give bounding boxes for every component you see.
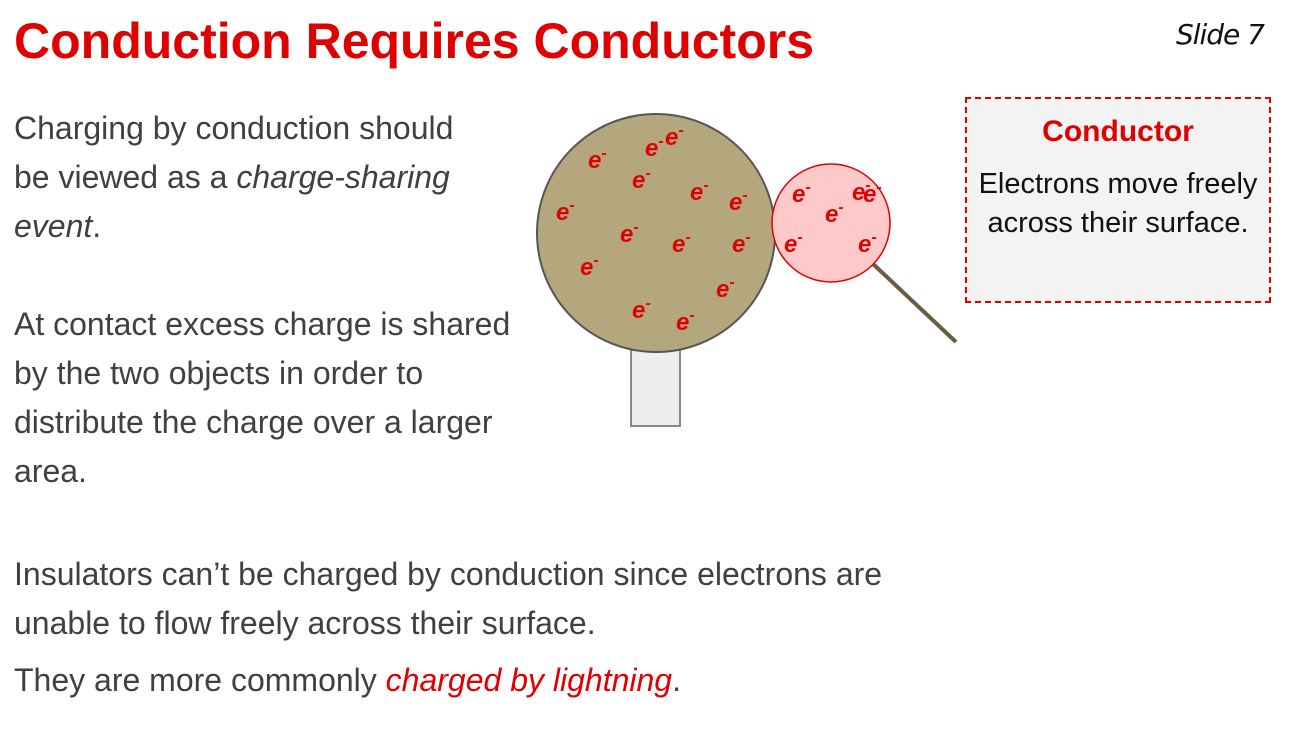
slide-number: Slide 7 xyxy=(1175,18,1265,51)
p1-emphasis: charge-sharing event xyxy=(14,159,450,244)
paragraph-contact-sharing: At contact excess charge is shared by th… xyxy=(14,306,511,489)
p1-text: Charging by conduction should be viewed … xyxy=(14,110,454,195)
large-sphere-electrons: e-e-e-e-e-e-e-e-e-e-e-e-e-e- xyxy=(556,122,751,336)
p4-emphasis: charged by lightning xyxy=(385,662,673,698)
p4-end: . xyxy=(672,662,681,698)
paragraph-lightning: They are more commonly charged by lightn… xyxy=(14,656,974,705)
callout-body: Electrons move freely across their surfa… xyxy=(978,168,1258,239)
small-sphere xyxy=(771,163,891,283)
slide-title: Conduction Requires Conductors xyxy=(14,13,814,69)
conductor-callout: Conductor Electrons move freely across t… xyxy=(965,97,1271,303)
conduction-diagram: e-e-e-e-e-e-e-e-e-e-e-e-e-e- e-e-e-e-e-e… xyxy=(536,113,958,427)
insulating-handle xyxy=(870,261,958,344)
insulating-stand xyxy=(630,349,681,427)
callout-title: Conductor xyxy=(1042,115,1194,148)
paragraph-insulators: Insulators can’t be charged by conductio… xyxy=(14,556,883,641)
p4-text: They are more commonly xyxy=(14,662,386,698)
p1-end: . xyxy=(92,208,102,244)
paragraph-conduction-sharing: Charging by conduction should be viewed … xyxy=(14,104,484,251)
